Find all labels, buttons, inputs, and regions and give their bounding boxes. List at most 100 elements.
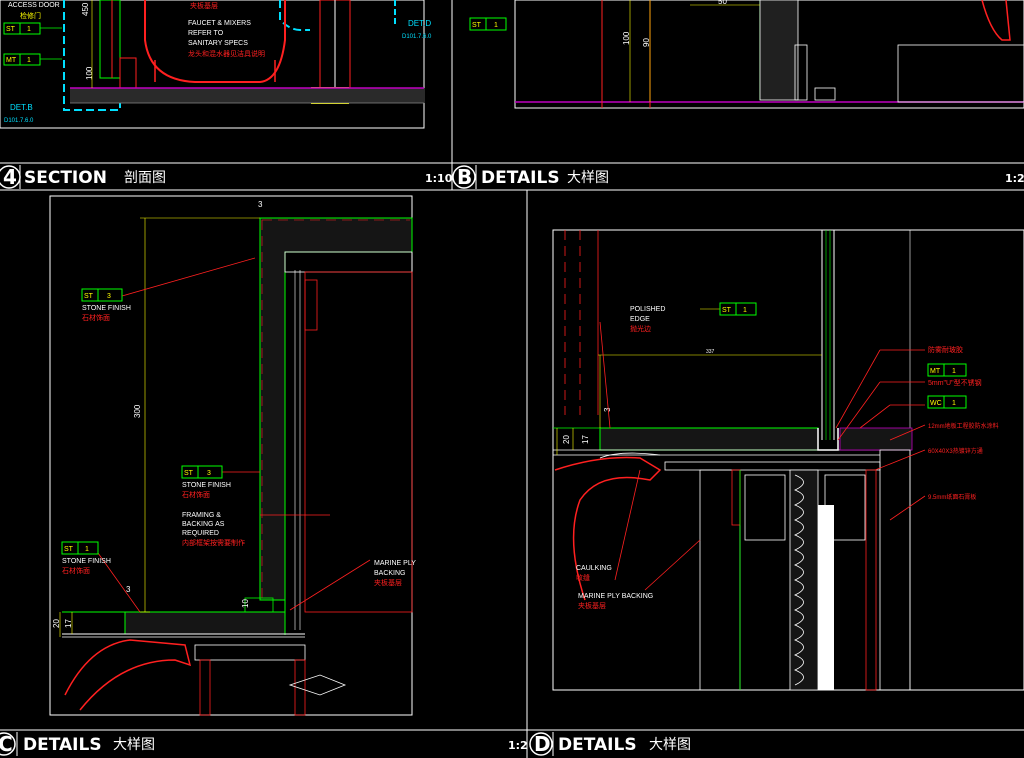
tag-wc-d: WC 1 [927,395,967,409]
access-door-label: ACCESS DOOR [8,2,60,9]
detail-b-drawing: 50 100 90 ST 1 [469,0,1024,109]
panel-cn-c: 大样图 [113,737,155,753]
tag-st-top-left: ST 1 [3,22,62,35]
note-gypsum: 9.5mm纸面石膏板 [928,493,976,501]
panel-cn-d: 大样图 [649,737,691,753]
top-cn-label: 夹板基层 [190,1,218,10]
marine-ply-d-label: MARINE PLY BACKING [578,593,653,600]
u-channel-cn: 5mm"U"型不锈钢 [928,378,982,387]
dim-top-d: 337 [706,349,715,355]
dim-300: 300 [133,404,142,418]
framing-label-2: BACKING AS [182,521,225,528]
tag-st1-lower: ST 1 [61,541,99,555]
framing-cn-label: 内部框架按需要制作 [182,538,245,547]
marine-ply-label-2: BACKING [374,570,406,577]
panel-scale-4: 1:10 [425,172,453,185]
svg-text:1: 1 [85,546,89,553]
faucet-label-2: REFER TO [188,30,224,37]
caulking-label: CAULKING [576,565,612,572]
tag-mt-d: MT 1 [927,363,967,377]
svg-text:ST: ST [184,470,194,477]
tag-st3-upper: ST 3 [81,288,123,302]
panel-number-d: D [534,732,551,756]
polished-label-2: EDGE [630,316,650,323]
dim-3-d: 3 [603,407,612,412]
svg-text:1: 1 [952,368,956,375]
svg-text:WC: WC [930,400,942,407]
dim-17-d: 17 [581,435,590,444]
dim-100-top: 100 [622,31,631,45]
title-details-d: D DETAILS 大样图 [529,732,691,756]
svg-text:ST: ST [472,22,482,29]
marine-ply-label-1: MARINE PLY [374,560,416,567]
svg-text:1: 1 [27,57,31,64]
faucet-cn-label: 龙头和混水器见洁具说明 [188,49,265,58]
caulking-cn: 收缝 [576,573,590,582]
marine-ply-cn: 夹板基层 [374,578,402,587]
panel-title-d: DETAILS [558,735,637,755]
panel-cn-4: 剖面图 [124,170,166,186]
svg-text:ST: ST [84,293,94,300]
section-4-drawing: ACCESS DOOR 检修门 夹板基层 FAUCET & MIXERS REF… [0,0,432,129]
framing-label-3: REQUIRED [182,530,219,537]
panel-number-4: 4 [3,165,17,189]
svg-text:3: 3 [107,293,111,300]
detail-d-drawing: 337 3 20 17 POLISHED EDGE 抛光边 ST 1 防雾耐玻胶 [552,229,1024,691]
stone-finish-lower-cn: 石材饰面 [62,566,90,575]
marine-ply-d-cn: 夹板基层 [578,601,606,610]
svg-text:MT: MT [930,368,941,375]
polished-label-1: POLISHED [630,306,665,313]
panel-title-b: DETAILS [481,168,560,188]
title-details-c: C DETAILS 大样图 1:2 [0,732,528,756]
dim-50-top: 50 [718,0,727,6]
access-door-cn-label: 检修门 [20,11,41,20]
faucet-label-3: SANITARY SPECS [188,40,248,47]
stone-finish-upper: STONE FINISH [82,305,131,312]
note-waterproof: 12mm地板工程胶防水涂料 [928,422,999,430]
panel-number-b: B [457,165,472,189]
tag-mt-top-left: MT 1 [3,53,62,66]
det-d-label: DET.D [408,19,431,28]
note-steel-tube: 60X40X3热镀锌方通 [928,447,983,455]
svg-text:1: 1 [494,22,498,29]
framing-label-1: FRAMING & [182,512,221,519]
stone-finish-middle-cn: 石材饰面 [182,490,210,499]
svg-text:1: 1 [743,307,747,314]
faucet-label-1: FAUCET & MIXERS [188,20,251,27]
dim-20-d: 20 [562,435,571,444]
panel-scale-c: 1:2 [508,739,528,752]
dim-100: 100 [85,66,94,80]
panel-title-4: SECTION [24,168,107,188]
dim-20-c: 20 [52,619,61,628]
dim-3-bottom: 3 [126,585,131,594]
svg-text:ST: ST [64,546,74,553]
polished-cn: 抛光边 [630,324,651,333]
stone-finish-lower: STONE FINISH [62,558,111,565]
stone-finish-upper-cn: 石材饰面 [82,313,110,322]
title-details-b: B DETAILS 大样图 1:2 [452,165,1024,189]
dim-10: 10 [241,599,250,608]
det-d-ref: D101.7.6.0 [402,34,432,40]
detail-c-drawing: 300 3 3 10 20 17 ST 3 STONE FINISH 石材饰面 … [49,195,416,716]
svg-text:ST: ST [722,307,732,314]
tag-st3-middle: ST 3 [181,465,223,479]
svg-text:ST: ST [6,26,16,33]
svg-text:1: 1 [27,26,31,33]
tag-st-d: ST 1 [719,302,757,316]
dim-90-top: 90 [642,38,651,47]
dim-450: 450 [81,2,90,16]
det-b-label: DET.B [10,103,33,112]
glass-sealant-cn: 防雾耐玻胶 [928,345,963,354]
panel-title-c: DETAILS [23,735,102,755]
svg-text:1: 1 [952,400,956,407]
panel-scale-b: 1:2 [1005,172,1024,185]
dim-17-c: 17 [64,619,73,628]
stone-finish-middle: STONE FINISH [182,482,231,489]
panel-number-c: C [0,732,13,756]
panel-cn-b: 大样图 [567,170,609,186]
svg-text:3: 3 [207,470,211,477]
tag-st-top-right: ST 1 [469,17,507,31]
svg-text:MT: MT [6,57,17,64]
det-b-ref: D101.7.6.0 [4,118,34,124]
